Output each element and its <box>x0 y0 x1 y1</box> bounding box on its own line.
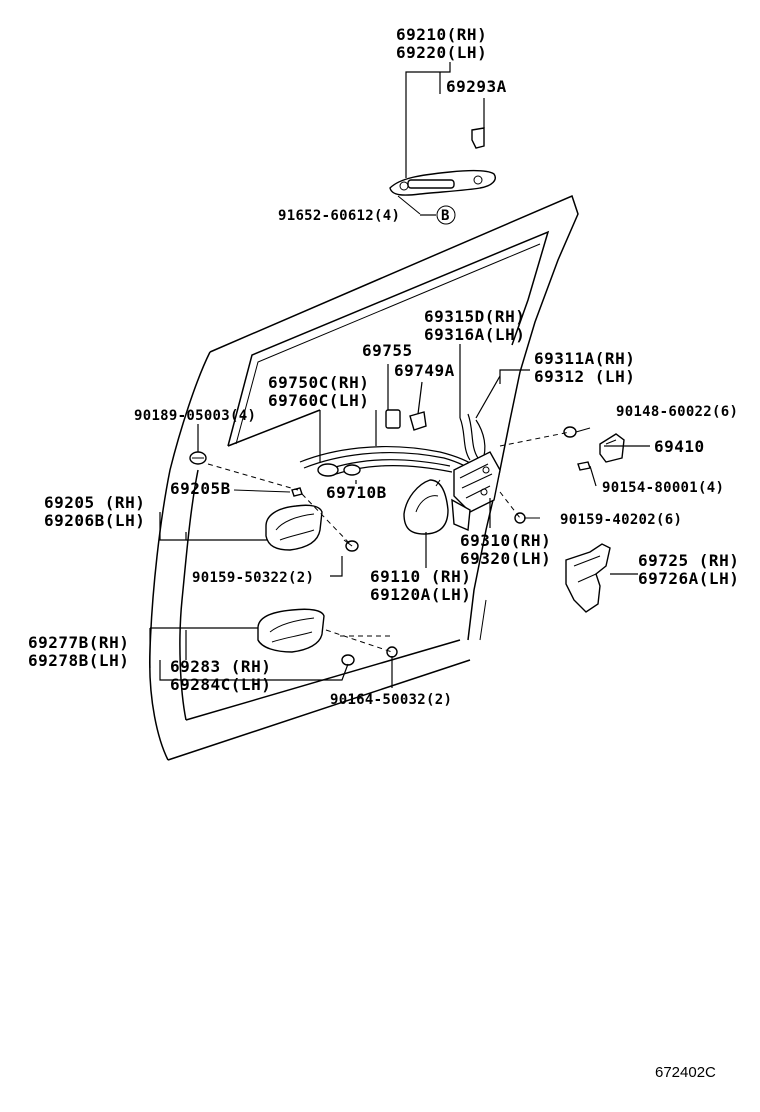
label-69749a: 69749A <box>394 361 455 380</box>
screw-90164 <box>386 646 398 658</box>
label-90159-40202: 90159-40202(6) <box>560 512 682 528</box>
label-90154: 90154-80001(4) <box>602 480 724 496</box>
door-lock-assembly <box>451 451 501 532</box>
clip-69749a <box>409 411 427 431</box>
label-69410: 69410 <box>654 437 705 456</box>
door-outline <box>148 194 579 761</box>
label-69755: 69755 <box>362 341 413 360</box>
label-69284c: 69284C(LH) <box>170 675 271 694</box>
label-69726a: 69726A(LH) <box>638 569 739 588</box>
label-69206b: 69206B(LH) <box>44 511 145 530</box>
screw-90154 <box>577 461 591 471</box>
label-69312: 69312 (LH) <box>534 367 635 386</box>
label-69710b: 69710B <box>326 483 387 502</box>
lock-cover-69110 <box>403 479 449 535</box>
label-69277b: 69277B(RH) <box>28 633 129 652</box>
label-69760c: 69760C(LH) <box>268 391 369 410</box>
lock-cables <box>299 413 486 477</box>
label-90148: 90148-60022(6) <box>616 404 738 420</box>
label-69320: 69320(LH) <box>460 549 551 568</box>
inside-handle-bezel-69277b <box>257 608 325 653</box>
screw-69283 <box>341 654 355 666</box>
handle-clip <box>471 127 485 149</box>
label-69205b: 69205B <box>170 479 231 498</box>
clip-69755 <box>385 409 401 429</box>
label-69293a: 69293A <box>446 77 507 96</box>
label-69315d: 69315D(RH) <box>424 307 525 326</box>
inside-handle-69205 <box>265 504 323 551</box>
striker-69410 <box>599 433 625 463</box>
screw-90148 <box>563 426 591 438</box>
label-69725: 69725 (RH) <box>638 551 739 570</box>
screw-90159-40202 <box>514 512 540 524</box>
label-69750c: 69750C(RH) <box>268 373 369 392</box>
label-69210: 69210(RH) <box>396 25 487 44</box>
label-90164: 90164-50032(2) <box>330 692 452 708</box>
leader-69210 <box>397 62 485 216</box>
leader-lines <box>149 344 650 688</box>
label-90189: 90189-05003(4) <box>134 408 256 424</box>
label-69220: 69220(LH) <box>396 43 487 62</box>
label-69205: 69205 (RH) <box>44 493 145 512</box>
label-69120a: 69120A(LH) <box>370 585 471 604</box>
label-69316a: 69316A(LH) <box>424 325 525 344</box>
label-69311a: 69311A(RH) <box>534 349 635 368</box>
part-labels: 69210(RH) 69220(LH) 69293A 91652-60612(4… <box>28 25 739 708</box>
label-69110: 69110 (RH) <box>370 567 471 586</box>
bracket-69725 <box>565 543 611 613</box>
label-69310: 69310(RH) <box>460 531 551 550</box>
grommet-90189 <box>189 451 207 465</box>
circle-b-label: B <box>441 208 450 224</box>
label-69278b: 69278B(LH) <box>28 651 129 670</box>
circle-b-marker <box>436 205 456 225</box>
label-91652: 91652-60612(4) <box>278 208 400 224</box>
label-90159-50322: 90159-50322(2) <box>192 570 314 586</box>
label-69283: 69283 (RH) <box>170 657 271 676</box>
screw-90159-50322 <box>343 539 359 552</box>
outside-door-handle <box>389 169 496 196</box>
figure-code: 672402C <box>655 1064 716 1081</box>
